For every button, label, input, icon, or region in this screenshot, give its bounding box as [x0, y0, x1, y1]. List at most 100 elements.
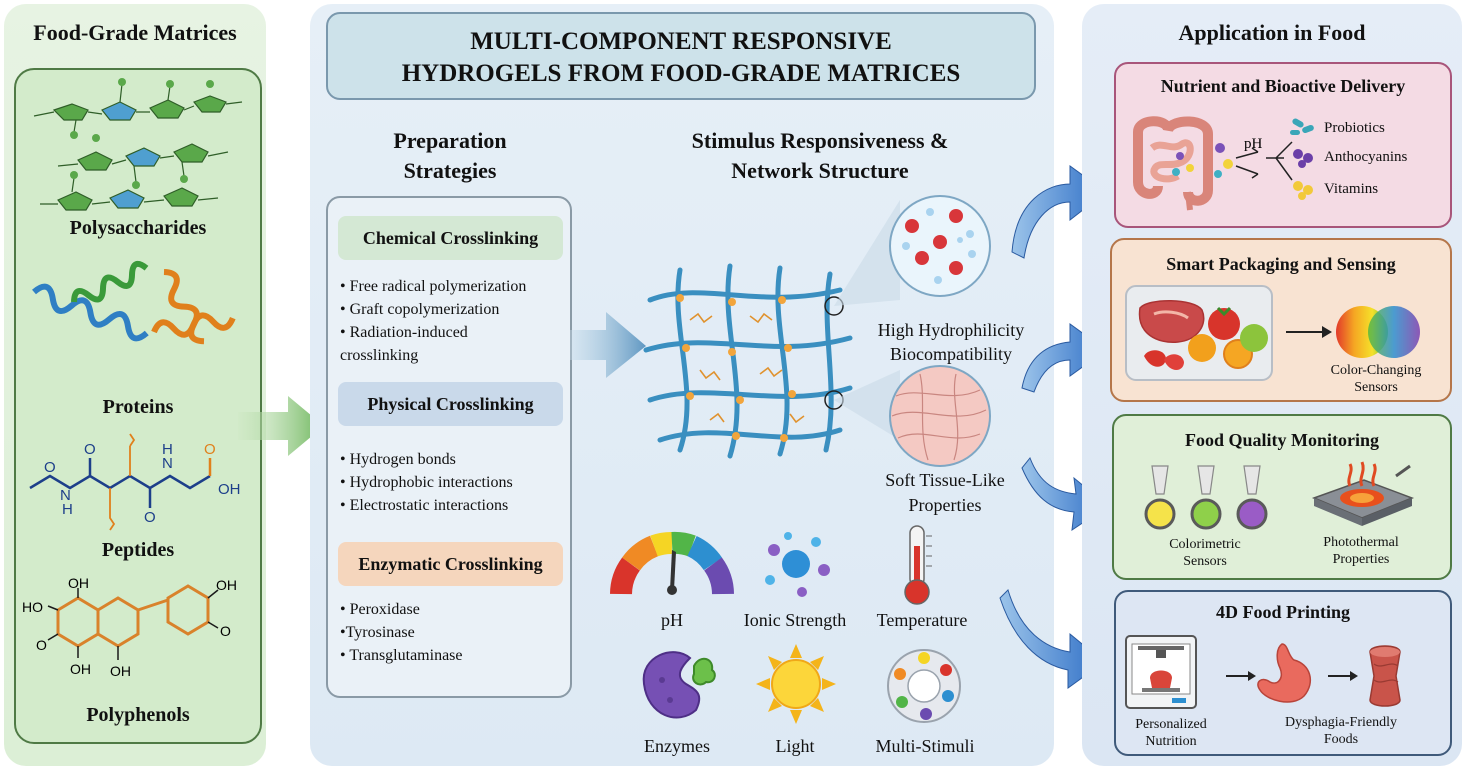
chem-n-1: N: [60, 487, 71, 504]
property-soft-tissue-line-2: Properties: [908, 495, 982, 515]
personalized-nutrition-caption: Personalized Nutrition: [1112, 716, 1230, 750]
chem-o-4: O: [204, 441, 216, 458]
list-item: •Tyrosinase: [340, 624, 415, 641]
enzymatic-crosslinking-list: • Peroxidase •Tyrosinase • Transglutamin…: [340, 598, 570, 667]
photothermal-icon: [1311, 461, 1415, 526]
nutrient-vitamins: Vitamins: [1324, 181, 1379, 197]
prep-heading-line-1: Preparation: [393, 128, 507, 153]
dysphagia-foods-caption: Dysphagia-Friendly Foods: [1266, 714, 1416, 748]
food-quality-title: Food Quality Monitoring: [1184, 430, 1379, 450]
nutrient-anthocyanins: Anthocyanins: [1324, 149, 1408, 165]
property-hydrophilicity-line-2: Biocompatibility: [890, 344, 1012, 364]
chem-n-2: N: [162, 455, 173, 472]
strategies-box: Chemical Crosslinking • Free radical pol…: [326, 196, 572, 698]
printed-food-icons: [1226, 643, 1401, 707]
release-arrows: pH: [1214, 136, 1293, 181]
ph-gauge-icon: [610, 531, 734, 595]
stimulus-enzymes: Enzymes: [644, 736, 710, 756]
personalized-caption-line-2: Nutrition: [1145, 734, 1197, 749]
color-changing-sensors-caption: Color-Changing Sensors: [1306, 362, 1446, 396]
nutrient-delivery-title: Nutrient and Bioactive Delivery: [1160, 76, 1406, 96]
polyphenols-label: Polyphenols: [86, 704, 190, 726]
chemical-crosslinking-title: Chemical Crosslinking: [338, 216, 563, 260]
chem-o-6: O: [220, 623, 231, 639]
stim-heading-line-2: Network Structure: [731, 158, 909, 183]
stim-heading: Stimulus Responsiveness & Network Struct…: [640, 126, 1000, 186]
blue-arrow: [570, 312, 646, 378]
chem-o-1: O: [44, 459, 56, 476]
chem-oh-3: OH: [110, 663, 131, 679]
3d-printer-icon: [1125, 635, 1197, 709]
photothermal-caption-line-1: Photothermal: [1323, 535, 1399, 550]
photothermal-properties-caption: Photothermal Properties: [1296, 534, 1426, 568]
bioactive-icons: [1290, 118, 1314, 200]
chem-h-1: H: [62, 501, 73, 518]
property-soft-tissue: Soft Tissue-Like Properties: [850, 468, 1040, 518]
nutrient-probiotics: Probiotics: [1324, 120, 1385, 136]
main-title: MULTI-COMPONENT RESPONSIVE HYDROGELS FRO…: [326, 26, 1036, 90]
stimulus-ionic-strength: Ionic Strength: [743, 610, 847, 630]
chem-oh-1: OH: [218, 481, 241, 498]
chem-o-3: O: [144, 509, 156, 526]
enzyme-icon: [642, 651, 716, 719]
property-hydrophilicity: High Hydrophilicity Biocompatibility: [856, 318, 1046, 366]
list-item: • Hydrogen bonds: [340, 451, 456, 468]
colorimetric-sensor-icons: [1144, 465, 1268, 530]
ph-label: pH: [1244, 136, 1263, 152]
zoom-indicators: [834, 195, 991, 467]
stimulus-multi-stimuli: Multi-Stimuli: [875, 736, 975, 756]
list-item: • Graft copolymerization: [340, 301, 500, 318]
list-item: crosslinking: [340, 347, 419, 364]
green-arrow: [238, 396, 324, 456]
chem-ho-1: HO: [22, 599, 43, 615]
physical-crosslinking-title: Physical Crosslinking: [338, 382, 563, 426]
multi-stimuli-icon: [887, 649, 961, 723]
intestine-icon: [1133, 116, 1213, 211]
dysphagia-caption-line-1: Dysphagia-Friendly: [1285, 715, 1397, 730]
proteins-label: Proteins: [102, 396, 174, 418]
chem-o-5: O: [36, 637, 47, 653]
color-changing-caption-line-2: Sensors: [1354, 380, 1398, 395]
polysaccharides-label: Polysaccharides: [69, 217, 207, 239]
peptide-structure: O N H O O N H O OH: [29, 433, 241, 531]
packaged-food-icon: [1125, 285, 1273, 381]
list-item: • Hydrophobic interactions: [340, 474, 513, 491]
color-sensor-icon: [1336, 306, 1420, 358]
colorimetric-caption-line-2: Sensors: [1183, 554, 1227, 569]
stimulus-light: Light: [775, 736, 815, 756]
dysphagia-caption-line-2: Foods: [1323, 732, 1359, 747]
left-heading: Food-Grade Matrices: [33, 20, 237, 45]
list-item: • Electrostatic interactions: [340, 497, 509, 514]
property-hydrophilicity-line-1: High Hydrophilicity: [877, 320, 1025, 340]
colorimetric-caption-line-1: Colorimetric: [1169, 537, 1241, 552]
color-changing-caption-line-1: Color-Changing: [1330, 363, 1422, 378]
peptides-label: Peptides: [101, 539, 175, 561]
title-box: [326, 12, 1036, 100]
stimulus-ph: pH: [661, 610, 683, 630]
title-line-1: MULTI-COMPONENT RESPONSIVE: [470, 28, 892, 55]
list-item: • Transglutaminase: [340, 647, 463, 664]
personalized-caption-line-1: Personalized: [1135, 717, 1207, 732]
prep-heading: Preparation Strategies: [330, 126, 570, 186]
photothermal-caption-line-2: Properties: [1332, 552, 1390, 567]
food-printing-title: 4D Food Printing: [1215, 602, 1350, 622]
stim-heading-line-1: Stimulus Responsiveness &: [691, 128, 949, 153]
enzymatic-crosslinking-title: Enzymatic Crosslinking: [338, 542, 563, 586]
physical-crosslinking-list: • Hydrogen bonds • Hydrophobic interacti…: [340, 448, 570, 517]
list-item: • Free radical polymerization: [340, 278, 527, 295]
protein-structure: [32, 260, 236, 345]
chemical-crosslinking-list: • Free radical polymerization • Graft co…: [340, 275, 570, 367]
list-item: • Peroxidase: [340, 601, 420, 618]
polyphenol-structure: OH HO O OH OH OH O: [22, 575, 237, 679]
right-heading: Application in Food: [1178, 20, 1366, 45]
hydrogel-network: [643, 263, 853, 459]
chem-h-2: H: [162, 441, 173, 458]
prep-heading-line-2: Strategies: [403, 158, 497, 183]
stimulus-temperature: Temperature: [876, 610, 968, 630]
colorimetric-sensors-caption: Colorimetric Sensors: [1140, 536, 1270, 570]
chem-oh-5: OH: [216, 577, 237, 593]
list-item: • Radiation-induced: [340, 324, 468, 341]
chem-o-2: O: [84, 441, 96, 458]
thermometer-icon: [904, 525, 932, 605]
ionic-strength-icon: [765, 532, 830, 597]
